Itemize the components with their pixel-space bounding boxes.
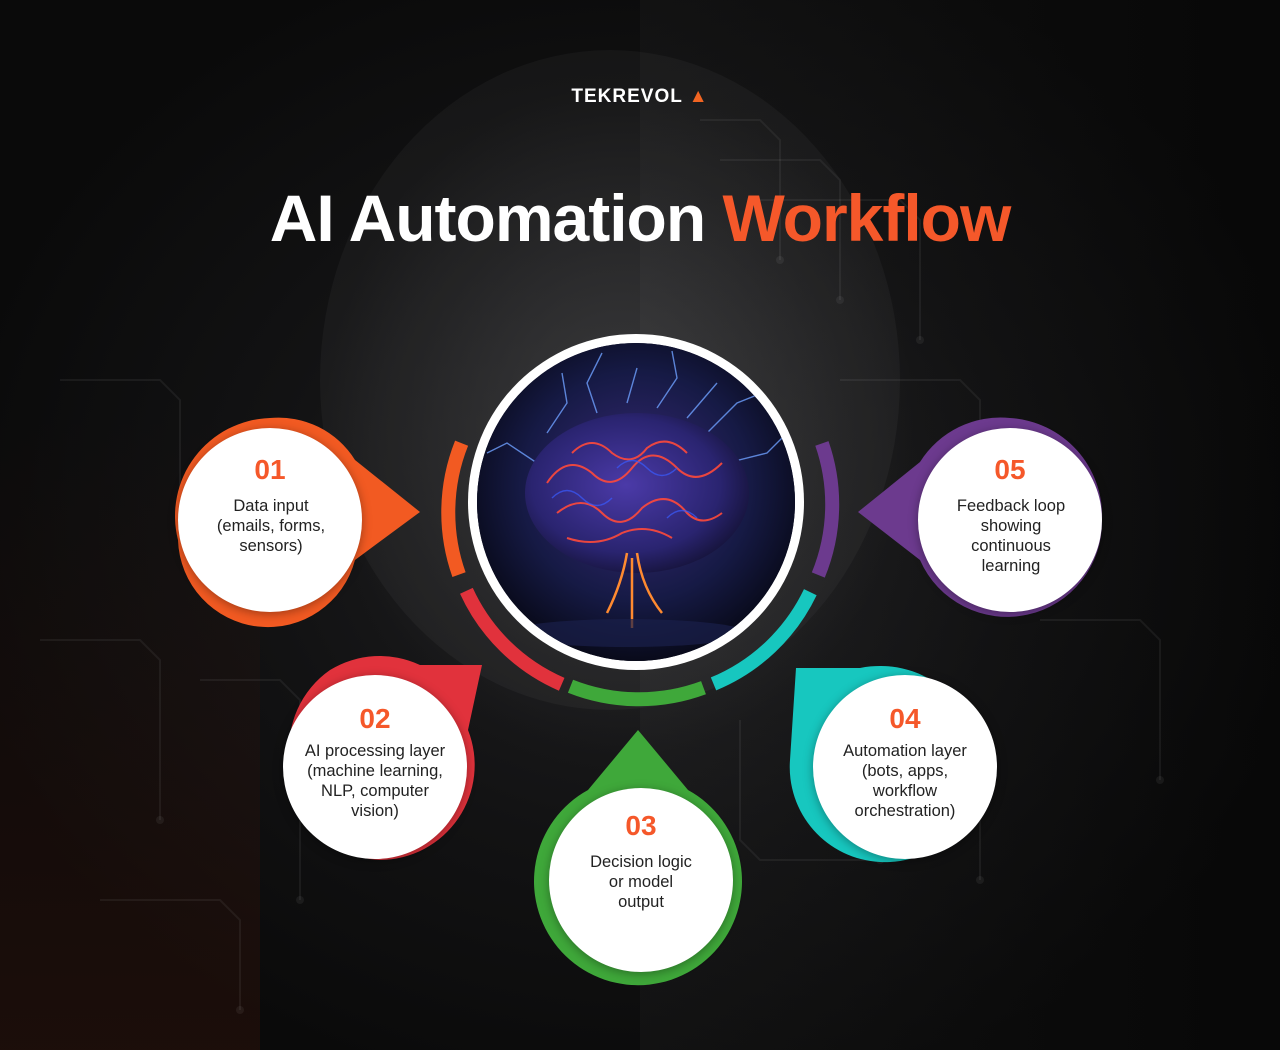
step-05-number: 05 <box>994 454 1026 485</box>
step-04-line: (bots, apps, <box>861 762 949 780</box>
triangle-logo-icon: ▲ <box>688 86 709 107</box>
ring-segment-02 <box>460 587 565 691</box>
step-05-line: continuous <box>971 537 1051 555</box>
step-03-text: Decision logic or model output <box>566 852 716 912</box>
step-03-line: Decision logic <box>590 853 692 871</box>
step-04-line: Automation layer <box>843 742 967 760</box>
step-04-text: Automation layer (bots, apps, workflow o… <box>823 741 987 821</box>
step-05-line: learning <box>981 557 1041 575</box>
brand-logo: TEKREVOL ▲ <box>0 86 1280 108</box>
title-accent: Workflow <box>722 181 1012 255</box>
step-02-line: (machine learning, <box>307 762 443 780</box>
step-02-text: AI processing layer (machine learning, N… <box>289 741 461 821</box>
step-03-number: 03 <box>625 810 657 841</box>
ring-segment-01 <box>441 440 469 577</box>
step-02-line: NLP, computer <box>321 782 429 800</box>
page-title: AI Automation Workflow <box>0 180 1280 256</box>
logo-text: TEKREVOL <box>571 86 683 107</box>
step-02-line: AI processing layer <box>304 742 446 760</box>
step-05-circle: 05 Feedback loop showing continuous lear… <box>918 428 1102 612</box>
step-05-text: Feedback loop showing continuous learnin… <box>936 496 1086 576</box>
step-04-line: orchestration) <box>854 802 956 820</box>
step-01-line: (emails, forms, <box>216 517 326 535</box>
step-04-number: 04 <box>889 703 921 734</box>
step-02-line: vision) <box>351 802 399 820</box>
brain-illustration <box>477 343 795 661</box>
step-05-line: showing <box>980 517 1042 535</box>
step-03-line: output <box>618 893 664 911</box>
step-03-line: or model <box>608 873 674 891</box>
ring-segment-03 <box>567 679 706 707</box>
step-03-circle: 03 Decision logic or model output <box>549 788 733 972</box>
step-02-number: 02 <box>359 703 391 734</box>
step-01-line: Data input <box>233 497 309 515</box>
step-01-line: sensors) <box>239 537 303 555</box>
center-image-frame <box>468 334 804 670</box>
brain-image <box>477 343 795 661</box>
ring-segment-04 <box>710 589 817 691</box>
title-main: AI Automation <box>269 181 706 255</box>
step-04-line: workflow <box>872 782 938 800</box>
ring-segment-05 <box>811 441 840 578</box>
step-05-line: Feedback loop <box>956 497 1066 515</box>
step-01-text: Data input (emails, forms, sensors) <box>196 496 346 556</box>
step-04-circle: 04 Automation layer (bots, apps, workflo… <box>813 675 997 859</box>
step-01-circle: 01 Data input (emails, forms, sensors) <box>178 428 362 612</box>
step-02-circle: 02 AI processing layer (machine learning… <box>283 675 467 859</box>
step-01-number: 01 <box>254 454 286 485</box>
